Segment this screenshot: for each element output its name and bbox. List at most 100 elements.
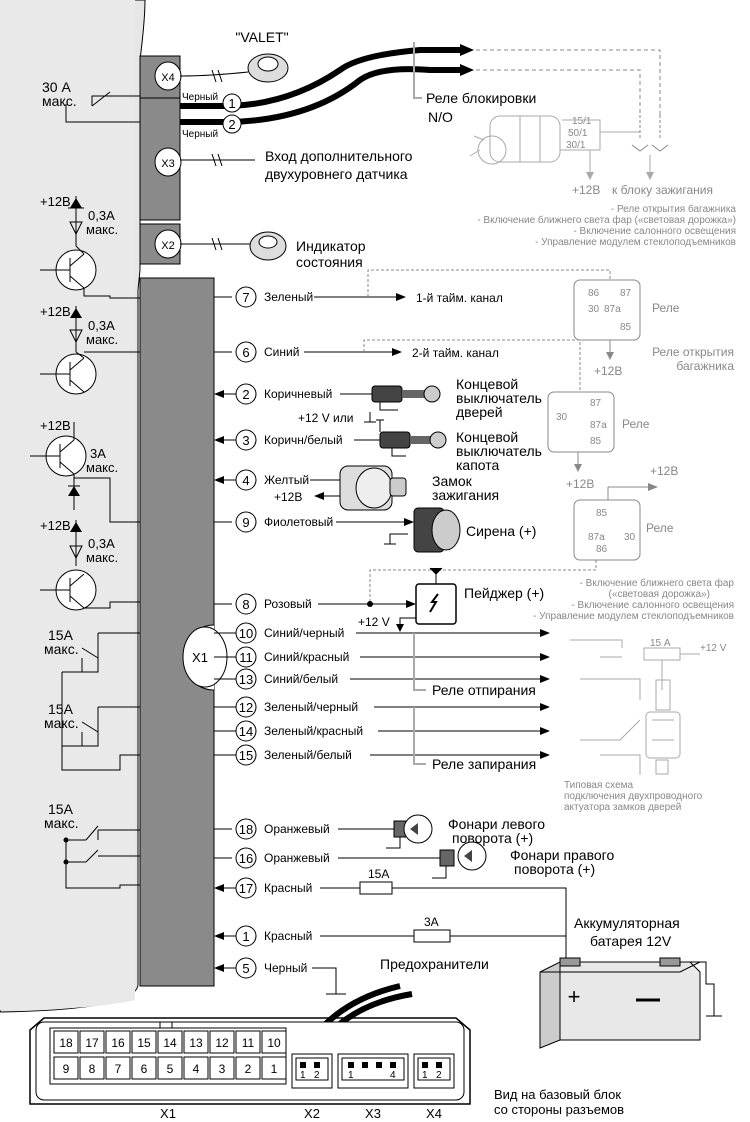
wire-6: 6 Синий 2-й тайм. канал xyxy=(214,339,581,390)
svg-text:Черный: Черный xyxy=(264,961,307,975)
svg-text:Реле: Реле xyxy=(622,417,650,431)
svg-text:Сирена (+): Сирена (+) xyxy=(466,523,536,539)
svg-text:Концевой: Концевой xyxy=(456,429,518,445)
svg-text:30: 30 xyxy=(556,412,568,423)
x1-pin-number: 8 xyxy=(89,1062,96,1076)
x1-pin xyxy=(209,1030,235,1054)
fuse-3a-icon xyxy=(413,929,451,943)
svg-text:1: 1 xyxy=(228,96,235,111)
svg-text:Оранжевый: Оранжевый xyxy=(264,822,330,836)
wire-10: 10 Синий/черный xyxy=(214,622,550,644)
svg-text:+12В: +12В xyxy=(572,183,600,197)
x1-pin xyxy=(53,1056,79,1080)
view-label-1: Вид на базовый блок xyxy=(494,1087,621,1102)
svg-text:87: 87 xyxy=(590,398,602,409)
svg-text:30: 30 xyxy=(624,532,636,543)
svg-text:13: 13 xyxy=(239,672,253,687)
x1-circle-label: X1 xyxy=(192,650,208,665)
svg-text:1: 1 xyxy=(242,929,249,944)
wire-1-marker xyxy=(222,93,242,113)
typical-scheme-1: Типовая схема xyxy=(564,780,634,791)
svg-text:12: 12 xyxy=(239,700,253,715)
svg-text:Фиолетовый: Фиолетовый xyxy=(264,515,333,529)
x1-pin-number: 7 xyxy=(115,1062,122,1076)
wire-18: 18 Оранжевый Фонари левого поворота (+) xyxy=(214,814,545,849)
svg-text:18: 18 xyxy=(239,822,253,837)
svg-text:87a: 87a xyxy=(590,420,607,431)
block-relay-no: N/O xyxy=(428,109,453,125)
status-indicator-label-2: состояния xyxy=(296,254,363,270)
black-wire-label-2: Черный xyxy=(182,129,218,140)
pager-icon xyxy=(415,583,457,625)
svg-text:Реле: Реле xyxy=(652,301,680,315)
fuse-15a-icon xyxy=(359,881,393,895)
x1-pin-number: 16 xyxy=(111,1036,125,1050)
plus12-or-label: +12 V или xyxy=(298,411,353,425)
svg-text:85: 85 xyxy=(590,436,602,447)
svg-text:4: 4 xyxy=(390,1070,396,1081)
svg-text:50/1: 50/1 xyxy=(568,128,588,139)
svg-text:2-й тайм. канал: 2-й тайм. канал xyxy=(412,346,499,360)
svg-text:15/1: 15/1 xyxy=(572,116,592,127)
note-bottom-1: - Включение ближнего света фар xyxy=(580,577,735,589)
bottom-x1-label: X1 xyxy=(160,1106,176,1121)
svg-text:+12В: +12В xyxy=(594,364,622,378)
svg-text:+: + xyxy=(568,984,581,1009)
x1-pin-number: 6 xyxy=(141,1062,148,1076)
svg-text:+12В: +12В xyxy=(566,477,594,491)
svg-text:Зеленый/красный: Зеленый/красный xyxy=(264,724,363,738)
x1-pin xyxy=(235,1030,261,1054)
x1-pin xyxy=(261,1056,287,1080)
x1-pin xyxy=(157,1030,183,1054)
fuse-15a-label-2: 15А xyxy=(48,701,74,717)
svg-text:к блоку зажигания: к блоку зажигания xyxy=(612,183,713,197)
wire-2: 2 Коричневый Концевой выключатель дверей xyxy=(214,376,542,420)
x1-pin xyxy=(183,1056,209,1080)
svg-text:4: 4 xyxy=(242,473,249,488)
svg-text:Зеленый/черный: Зеленый/черный xyxy=(264,700,358,714)
svg-text:8: 8 xyxy=(242,597,249,612)
svg-text:1: 1 xyxy=(300,1070,306,1081)
svg-text:10: 10 xyxy=(239,626,253,641)
wire-14: 14 Зеленый/красный xyxy=(214,720,550,742)
svg-text:3А: 3А xyxy=(90,446,106,461)
x1-pin-number: 13 xyxy=(189,1036,203,1050)
x1-pin xyxy=(235,1056,261,1080)
fuses-label: Предохранители xyxy=(380,956,489,972)
svg-text:7: 7 xyxy=(242,290,249,305)
lock-relay-label: Реле запирания xyxy=(432,756,536,772)
x1-pin-number: 14 xyxy=(163,1036,177,1050)
fuse-30a-label: 30 А xyxy=(42,79,71,95)
svg-text:Коричневый: Коричневый xyxy=(264,387,332,401)
svg-text:Красный: Красный xyxy=(264,881,312,895)
wire-11: 11 Синий/красный xyxy=(214,646,550,668)
bottom-x2-label: X2 xyxy=(304,1106,320,1121)
svg-text:17: 17 xyxy=(239,881,253,896)
note-bottom-3: - Включение салонного освещения xyxy=(571,600,734,611)
svg-text:+12В: +12В xyxy=(274,490,302,504)
wire-3: 3 Коричн/белый Концевой выключатель капо… xyxy=(214,419,542,473)
x1-pin-number: 9 xyxy=(63,1062,70,1076)
relay-1-icon: Реле 86 87 87a 30 85 +12В xyxy=(573,279,680,378)
relay-3-icon: +12В Реле 85 30 87a 86 xyxy=(369,464,678,604)
svg-text:1: 1 xyxy=(348,1070,354,1081)
note-top-4: - Управление модулем стеклоподъемников xyxy=(535,237,736,248)
black-wire-label-1: Черный xyxy=(182,92,218,103)
x1-pin xyxy=(105,1030,131,1054)
x1-pin xyxy=(53,1030,79,1054)
svg-text:Зеленый/белый: Зеленый/белый xyxy=(264,748,352,762)
svg-text:30: 30 xyxy=(588,304,600,315)
svg-text:зажигания: зажигания xyxy=(432,487,499,503)
note-bottom-4: - Управление модулем стеклоподъемников xyxy=(533,611,734,622)
wire-1: 1 Красный 3А xyxy=(214,915,566,947)
x1-pin-number: 4 xyxy=(193,1062,200,1076)
x3-label: X3 xyxy=(161,158,174,170)
bottom-x4-label: X4 xyxy=(426,1106,442,1121)
svg-text:Синий/черный: Синий/черный xyxy=(264,626,344,640)
fuse-15a-label-1: 15А xyxy=(48,627,74,643)
transistor-output-2: +12В 0,3А макс. xyxy=(40,304,140,395)
svg-text:Реле: Реле xyxy=(646,521,674,535)
x1-pin-number: 12 xyxy=(215,1036,229,1050)
svg-text:11: 11 xyxy=(239,650,253,665)
svg-text:1: 1 xyxy=(422,1070,428,1081)
